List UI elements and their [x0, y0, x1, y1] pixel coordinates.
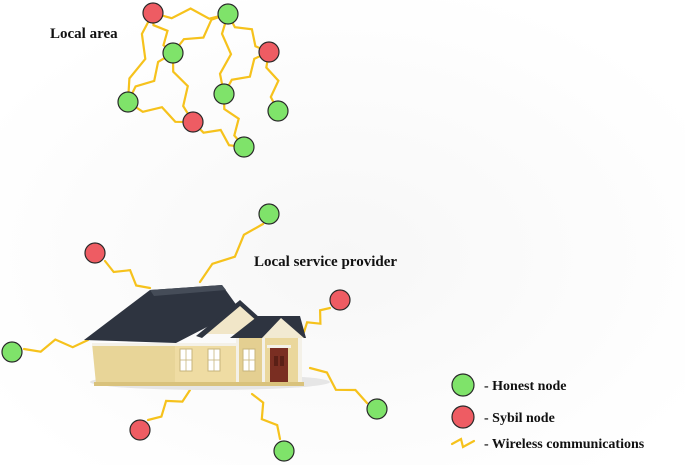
local-service-provider-label: Local service provider	[254, 254, 397, 270]
nodes-layer	[1, 2, 388, 462]
house-link-1	[103, 259, 152, 290]
honest-node-icon-g	[267, 100, 289, 122]
house-link-7	[250, 392, 282, 441]
sybil-node-icon-a	[142, 2, 164, 24]
link-c-e	[126, 51, 175, 104]
link-d-f	[222, 50, 271, 96]
house-links	[22, 222, 369, 441]
legend-honest-node-icon	[451, 373, 475, 397]
legend-sybil-node-label: - Sybil node	[484, 411, 555, 426]
house-icon	[84, 285, 330, 390]
link-c-h	[171, 51, 195, 124]
sybil-node-icon-d	[258, 41, 280, 63]
link-e-h	[126, 100, 195, 124]
house-link-3	[302, 306, 332, 334]
house-link-6	[308, 366, 369, 405]
sybil-node-icon-n	[129, 419, 151, 441]
honest-node-icon-c	[162, 42, 184, 64]
honest-node-icon-m	[1, 341, 23, 363]
legend-honest-node-label: - Honest node	[484, 379, 566, 394]
sybil-node-icon-j	[84, 242, 106, 264]
local-area-label: Local area	[50, 26, 118, 42]
honest-node-icon-f	[213, 83, 235, 105]
legend-sybil-node-icon	[451, 405, 475, 429]
honest-node-icon-k	[258, 203, 280, 225]
honest-node-icon-o	[366, 398, 388, 420]
link-b-c	[171, 12, 230, 55]
sybil-node-icon-h	[182, 111, 204, 133]
legend-wireless-label: - Wireless communications	[484, 437, 645, 452]
honest-node-icon-i	[233, 136, 255, 158]
honest-node-icon-b	[217, 3, 239, 25]
legend-wireless-icon	[450, 437, 476, 449]
link-a-b	[151, 7, 230, 20]
house-link-5	[146, 388, 192, 422]
house-link-4	[22, 338, 90, 353]
legend: - Honest node - Sybil node - Wireless co…	[450, 373, 645, 452]
sybil-node-icon-l	[329, 289, 351, 311]
link-a-e	[126, 11, 155, 104]
house-link-2	[198, 222, 265, 284]
link-b-f	[218, 12, 233, 96]
honest-node-icon-e	[117, 91, 139, 113]
honest-node-icon-p	[273, 440, 295, 462]
